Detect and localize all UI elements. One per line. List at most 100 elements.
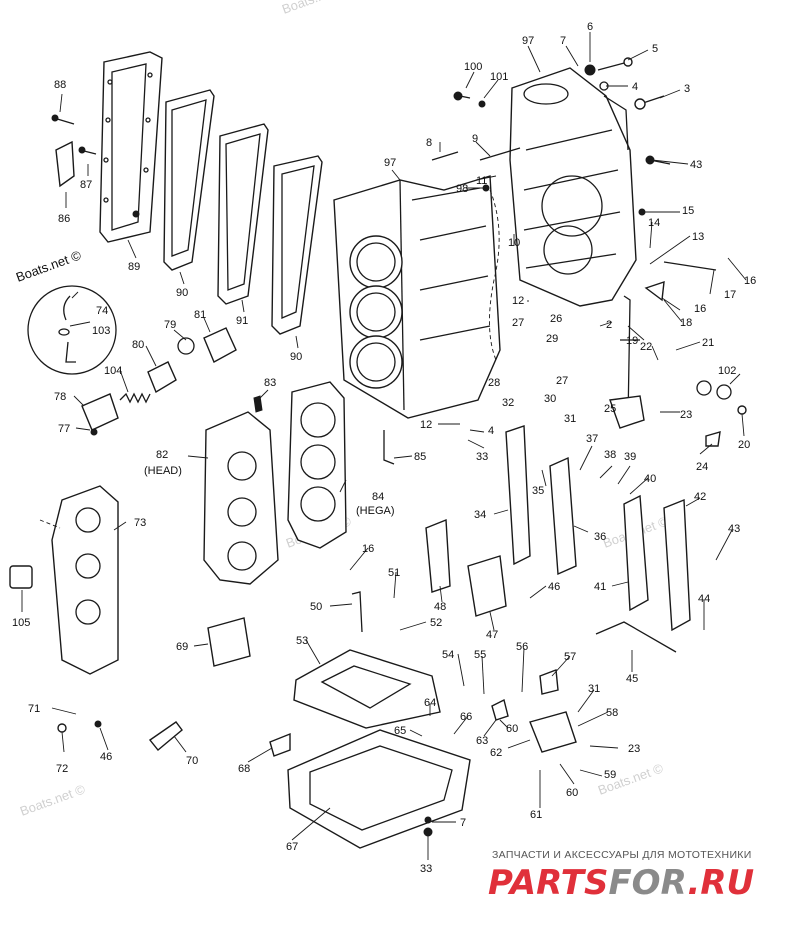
callout: 31 xyxy=(588,683,600,695)
callout: 101 xyxy=(490,71,508,83)
dowel-9 xyxy=(479,147,521,161)
callout: 17 xyxy=(724,289,736,301)
callout: 14 xyxy=(648,217,660,229)
callout: 10 xyxy=(508,237,520,249)
callout: 51 xyxy=(388,567,400,579)
callout-labels: 100 101 97 7 6 5 4 3 88 87 86 89 90 91 9… xyxy=(12,21,756,875)
callout: 102 xyxy=(718,365,736,377)
callout: 47 xyxy=(486,629,498,641)
plate-48 xyxy=(425,518,451,593)
cylinder-block-97 xyxy=(333,175,501,419)
callout: 68 xyxy=(238,763,250,775)
callout: 62 xyxy=(490,747,502,759)
callout: 24 xyxy=(696,461,708,473)
bolt-43 xyxy=(645,155,671,165)
callout: 52 xyxy=(430,617,442,629)
bracket-57 xyxy=(539,669,559,695)
callout: 26 xyxy=(550,313,562,325)
callout: 35 xyxy=(532,485,544,497)
callout: 15 xyxy=(682,205,694,217)
rail-41 xyxy=(623,494,649,612)
pin-8 xyxy=(431,151,459,161)
callout: 27 xyxy=(556,375,568,387)
screw-77 xyxy=(90,428,98,436)
callout: 87 xyxy=(80,179,92,191)
callout: 65 xyxy=(394,725,406,737)
fitting-68 xyxy=(269,732,291,757)
callout: 12 xyxy=(512,295,524,307)
callout: 73 xyxy=(134,517,146,529)
callout: 5 xyxy=(652,43,658,55)
callout: 4 xyxy=(488,425,494,437)
callout: 30 xyxy=(544,393,556,405)
callout: 7 xyxy=(560,35,566,47)
brand-logo: ЗАПЧАСТИ И АКСЕССУАРЫ ДЛЯ МОТОТЕХНИКИ PA… xyxy=(488,849,754,903)
ring-102 xyxy=(696,380,732,400)
callout: 21 xyxy=(702,337,714,349)
callout: 13 xyxy=(692,231,704,243)
plate-47 xyxy=(467,555,507,617)
hose-45 xyxy=(595,621,677,653)
callout: 103 xyxy=(92,325,110,337)
callout: 3 xyxy=(684,83,690,95)
bolt-20 xyxy=(737,405,747,415)
callout: 9 xyxy=(472,133,478,145)
oil-pan-67 xyxy=(287,729,471,849)
callout: 91 xyxy=(236,315,248,327)
callout: 7 xyxy=(460,817,466,829)
callout: 46 xyxy=(100,751,112,763)
callout: 72 xyxy=(56,763,68,775)
callout: 100 xyxy=(464,61,482,73)
callout: 11 xyxy=(476,175,487,187)
callout: 90 xyxy=(176,287,188,299)
callout: 33 xyxy=(476,451,488,463)
callout: 64 xyxy=(424,697,436,709)
cylinder-head-82 xyxy=(203,411,279,585)
callout: 97 xyxy=(384,157,396,169)
head-gasket-84 xyxy=(287,381,347,549)
rail-42 xyxy=(663,498,691,632)
bolt-46b xyxy=(94,720,102,728)
callout: 70 xyxy=(186,755,198,767)
watermark: Boats.net © xyxy=(14,247,84,285)
tube-85 xyxy=(383,430,395,465)
callout: 67 xyxy=(286,841,298,853)
callout: 27 xyxy=(512,317,524,329)
nut-6 xyxy=(584,64,596,76)
callout: 23 xyxy=(680,409,692,421)
thermostat-80 xyxy=(147,361,177,394)
sender-70 xyxy=(148,721,183,751)
clip-18 xyxy=(644,280,665,302)
brand-name: PARTSFOR.RU xyxy=(488,863,754,903)
fitting-63 xyxy=(491,698,509,721)
module-69 xyxy=(207,617,251,667)
bolt-100 xyxy=(453,91,471,101)
callout: 4 xyxy=(632,81,638,93)
callout: 60 xyxy=(506,723,518,735)
brand-tagline: ЗАПЧАСТИ И АКСЕССУАРЫ ДЛЯ МОТОТЕХНИКИ xyxy=(492,849,752,861)
gasket-91 xyxy=(217,123,269,305)
callout: 44 xyxy=(698,593,710,605)
callout: 32 xyxy=(502,397,514,409)
exhaust-cover-73 xyxy=(39,485,119,675)
exhaust-cover-89 xyxy=(99,51,163,243)
callout: 57 xyxy=(564,651,576,663)
callout: 88 xyxy=(54,79,66,91)
callout: 6 xyxy=(587,21,593,33)
callout: 38 xyxy=(604,449,616,461)
callout: 97 xyxy=(522,35,534,47)
callout: 16 xyxy=(694,303,706,315)
callout: 2 xyxy=(606,319,612,331)
callout: 23 xyxy=(628,743,640,755)
callout: 90 xyxy=(290,351,302,363)
plate-105 xyxy=(9,565,33,589)
callout: 12 xyxy=(420,419,432,431)
callout: 77 xyxy=(58,423,70,435)
bracket-34 xyxy=(505,425,531,566)
callout: 104 xyxy=(104,365,122,377)
callout: 54 xyxy=(442,649,454,661)
callout: 22 xyxy=(640,341,652,353)
callout: 46 xyxy=(548,581,560,593)
detail-circle xyxy=(27,285,117,375)
